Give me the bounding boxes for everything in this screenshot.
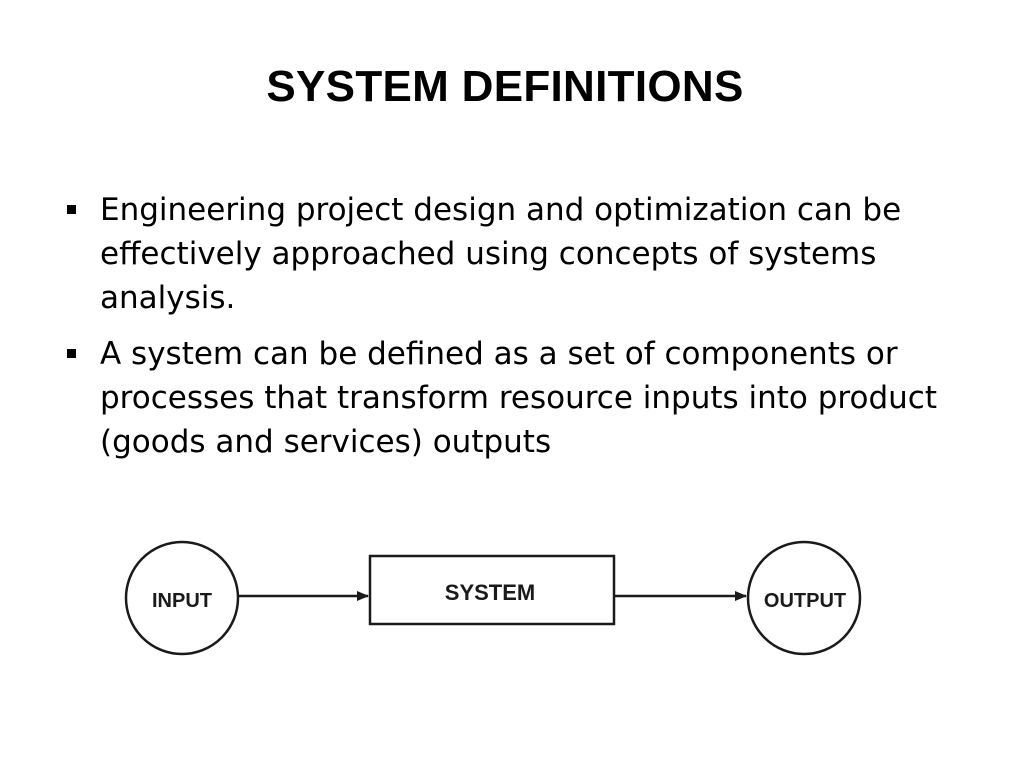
bullet-text: A system can be defined as a set of comp… — [100, 336, 937, 460]
square-bullet-icon — [67, 349, 76, 358]
system-node — [368, 554, 616, 626]
bullet-item: Engineering project design and optimizat… — [64, 188, 964, 320]
output-node — [746, 540, 862, 656]
square-bullet-icon — [67, 205, 76, 214]
system-label: SYSTEM — [445, 580, 535, 605]
bullet-item: A system can be defined as a set of comp… — [64, 332, 964, 464]
bullet-list: Engineering project design and optimizat… — [64, 188, 964, 476]
input-node — [124, 540, 240, 656]
output-label: OUTPUT — [764, 590, 846, 612]
input-label: INPUT — [152, 590, 212, 612]
slide-title: SYSTEM DEFINITIONS — [266, 62, 744, 111]
bullet-text: Engineering project design and optimizat… — [100, 192, 902, 316]
